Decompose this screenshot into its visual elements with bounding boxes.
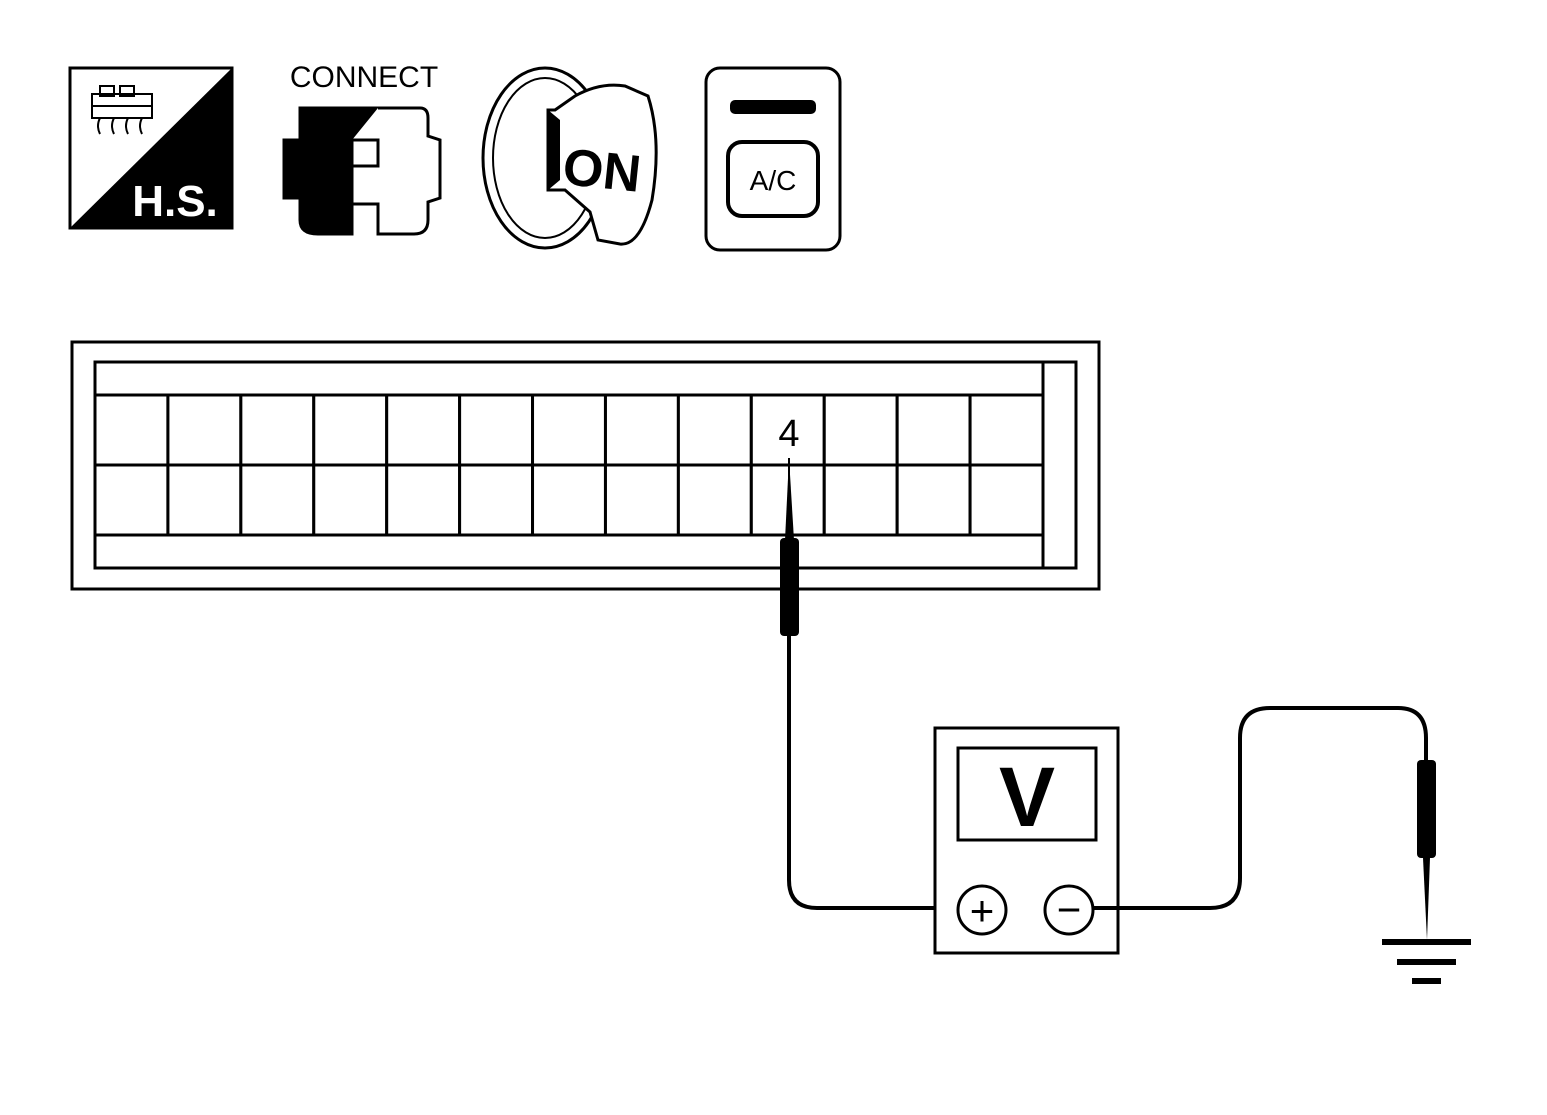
voltmeter-display [956,746,1098,842]
terminal-cell-r1-c5 [385,393,462,467]
terminal-cell-r1-c11 [822,393,899,467]
connector-face: 4 [70,340,1101,591]
key-blade [546,83,658,246]
terminal-cell-r1-c7 [531,393,607,467]
negative-probe-tip [1423,858,1430,940]
terminal-cell-r2-c11 [822,463,899,537]
terminal-cell-r2-c8 [603,463,680,537]
harness-side-icon: H.S. [68,66,234,230]
terminal-cell-r1-c3 [239,393,316,467]
terminal-cell-r1-c4 [312,393,389,467]
ac-button [726,140,820,218]
negative-probe-handle [1417,760,1436,858]
ac-label: A/C [750,165,797,196]
ignition-on-label: ON [560,138,644,204]
ac-indicator-bar [730,100,816,114]
terminal-cell-r2-c7 [531,463,607,537]
terminal-cell-r2-c5 [385,463,462,537]
terminal-cell-r2-c1 [93,463,170,537]
positive-terminal-symbol: + [970,887,995,934]
terminal-cell-r1-c9 [676,393,753,467]
terminal-cell-r1-c6 [458,393,535,467]
terminal-cell-r1-c13 [968,393,1045,467]
terminal-cell-r2-c13 [968,463,1045,537]
terminal-cell-r1-c12 [895,393,972,467]
ac-switch-icon: A/C [704,66,842,252]
terminal-cell-r2-c3 [239,463,316,537]
positive-terminal [956,884,1008,936]
terminal-cell-r1-c1 [93,393,170,467]
connector-female-half [350,106,442,236]
terminal-cell-r2-c9 [676,463,753,537]
positive-lead-wire [787,636,958,910]
voltmeter: V + − [933,726,1120,955]
terminal-cell-r2-c2 [166,463,243,537]
negative-probe [1417,760,1436,940]
probe-handle [780,538,799,636]
voltmeter-display-symbol: V [999,750,1055,844]
terminal-4-label: 4 [778,413,799,455]
terminal-cell-r2-c4 [312,463,389,537]
connect-label: CONNECT [290,61,438,94]
harness-side-label: H.S. [132,177,218,226]
positive-probe [780,458,799,636]
terminal-cell-r2-c12 [895,463,972,537]
ground-symbol-icon [1382,939,1471,984]
terminal-cell-r1-c2 [166,393,243,467]
key-slot [548,110,560,190]
negative-lead-wire [1093,706,1428,910]
terminal-cell-r2-c6 [458,463,535,537]
terminal-cell-r1-c8 [603,393,680,467]
terminal-grid [93,393,1045,537]
connector-connect-icon: CONNECT [282,61,442,236]
ignition-key-on-icon: ON [481,66,658,250]
negative-terminal-symbol: − [1057,886,1082,933]
harness-connector-sketch [91,85,153,135]
